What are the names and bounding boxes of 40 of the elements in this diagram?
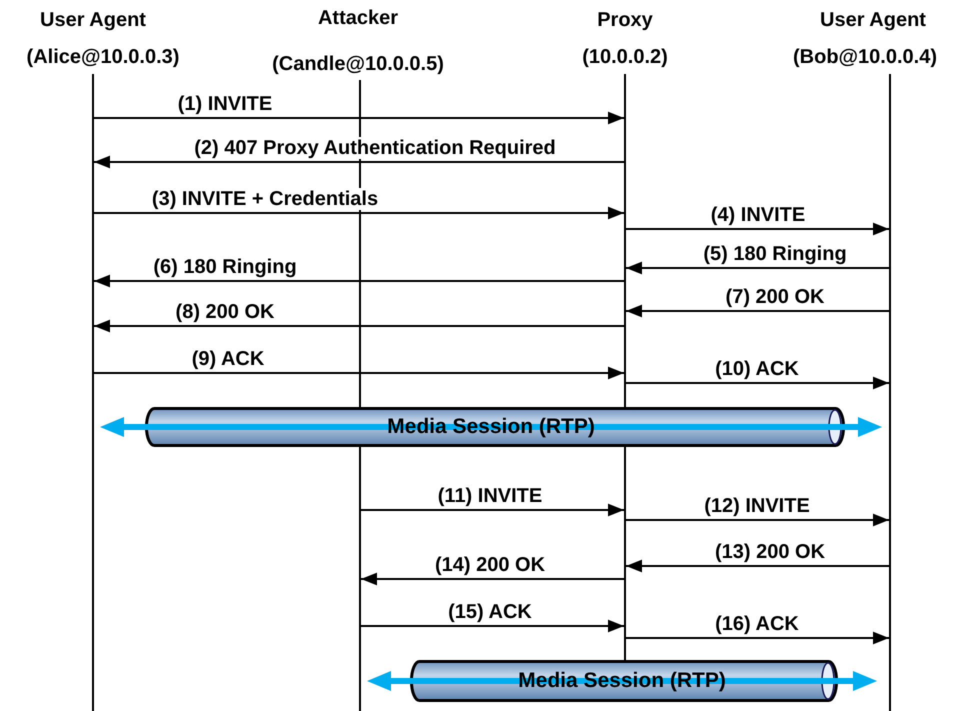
- participant-name: Proxy: [597, 8, 653, 32]
- participant-name: User Agent: [820, 8, 926, 32]
- message-arrow: [361, 620, 624, 632]
- message-arrow: [94, 366, 624, 380]
- message-label: (1) INVITE: [176, 93, 274, 115]
- lifeline: [624, 74, 626, 660]
- message-arrow: [626, 560, 889, 572]
- lifeline: [889, 74, 891, 711]
- message-label: (16) ACK: [713, 613, 801, 635]
- message-label: (4) INVITE: [708, 204, 808, 226]
- lifeline: [359, 80, 361, 711]
- message-arrow: [626, 376, 889, 390]
- participant-address: (Candle@10.0.0.5): [272, 52, 444, 76]
- message-label: (3) INVITE + Credentials: [150, 188, 380, 210]
- message-arrow: [94, 156, 624, 168]
- participant-address: (Alice@10.0.0.3): [26, 45, 180, 69]
- message-arrow: [94, 320, 624, 332]
- lifeline: [92, 74, 94, 711]
- message-label: (8) 200 OK: [174, 301, 276, 323]
- message-label: (7) 200 OK: [724, 286, 826, 308]
- media-pipe: [100, 404, 882, 450]
- message-label: (15) ACK: [446, 601, 534, 623]
- participant-name: User Agent: [40, 8, 146, 32]
- message-arrow: [626, 304, 889, 318]
- participant-name: Attacker: [318, 6, 398, 30]
- message-arrow: [94, 206, 624, 220]
- message-label: (10) ACK: [713, 358, 801, 380]
- message-label: (12) INVITE: [702, 495, 812, 517]
- message-arrow: [626, 514, 889, 526]
- message-arrow: [361, 572, 624, 586]
- message-arrow: [94, 112, 624, 124]
- participant-address: (Bob@10.0.0.4): [793, 45, 937, 69]
- message-arrow: [94, 274, 624, 288]
- message-arrow: [361, 504, 624, 516]
- message-label: (11) INVITE: [436, 485, 544, 507]
- message-arrow: [626, 262, 889, 274]
- message-label: (9) ACK: [190, 348, 266, 370]
- message-arrow: [626, 222, 889, 236]
- message-arrow: [626, 632, 889, 644]
- participant-address: (10.0.0.2): [582, 45, 668, 69]
